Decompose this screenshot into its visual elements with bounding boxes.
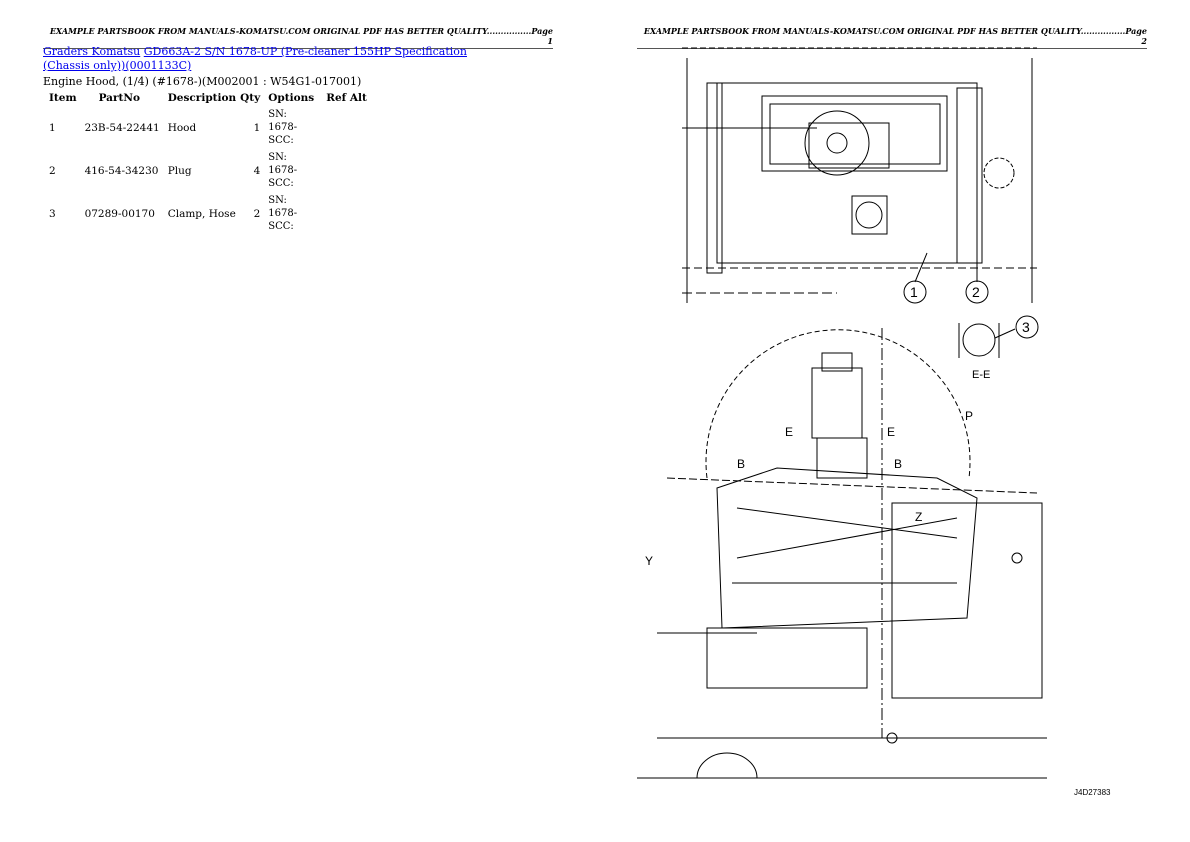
refalt xyxy=(322,192,371,235)
section-e-e: 3 E-E xyxy=(958,315,1039,381)
col-options: Options xyxy=(268,92,315,104)
table-row: 3 07289-00170 Clamp, Hose 2 SN: 1678-SCC… xyxy=(45,192,371,235)
options: SN: 1678-SCC: xyxy=(268,109,298,146)
item: 3 xyxy=(49,207,56,220)
table-row: 1 23B-54-22441 Hood 1 SN: 1678-SCC: xyxy=(45,106,371,149)
page-1-header: EXAMPLE PARTSBOOK FROM MANUALS-KOMATSU.C… xyxy=(43,26,553,49)
parts-diagram: 1 2 3 E-E P E E B B Z xyxy=(637,47,1111,797)
col-description: Description xyxy=(167,92,237,104)
item: 1 xyxy=(49,121,56,134)
section-label: E-E xyxy=(972,369,990,381)
label-b-left: B xyxy=(737,457,745,471)
col-refalt: Ref Alt xyxy=(326,92,367,104)
label-z: Z xyxy=(915,510,922,524)
parts-table: Item PartNo Description Qty Options Ref … xyxy=(45,90,371,235)
refalt xyxy=(322,106,371,149)
breadcrumb-link-graders[interactable]: Graders Komatsu xyxy=(43,45,141,58)
description: Clamp, Hose xyxy=(167,207,236,220)
partno: 416-54-34230 xyxy=(84,164,159,177)
svg-text:2: 2 xyxy=(972,284,980,300)
options: SN: 1678-SCC: xyxy=(268,195,298,232)
partno: 07289-00170 xyxy=(84,207,155,220)
label-y: Y xyxy=(645,554,653,568)
section-subtitle: Engine Hood, (1/4) (#1678-)(M002001 : W5… xyxy=(43,75,362,88)
svg-text:1: 1 xyxy=(910,284,918,300)
table-header-row: Item PartNo Description Qty Options Ref … xyxy=(45,90,371,106)
breadcrumb-link-model[interactable]: GD663A-2 S/N 1678-UP (Pre-cleaner 155HP … xyxy=(43,45,467,72)
callout-1: 1 xyxy=(903,280,927,304)
col-partno: PartNo xyxy=(98,92,140,104)
table-row: 2 416-54-34230 Plug 4 SN: 1678-SCC: xyxy=(45,149,371,192)
label-e-right: E xyxy=(887,425,895,439)
options: SN: 1678-SCC: xyxy=(268,152,298,189)
label-e-left: E xyxy=(785,425,793,439)
col-item: Item xyxy=(49,92,77,104)
drawing-code: J4D27383 xyxy=(1074,788,1111,797)
label-p: P xyxy=(965,409,973,423)
qty: 4 xyxy=(253,164,261,177)
engine-side-view xyxy=(637,328,1047,779)
description: Plug xyxy=(167,164,192,177)
hood-top-view xyxy=(682,47,1037,303)
qty: 1 xyxy=(253,121,261,134)
qty: 2 xyxy=(253,207,261,220)
breadcrumb: Graders Komatsu GD663A-2 S/N 1678-UP (Pr… xyxy=(43,45,483,73)
refalt xyxy=(322,149,371,192)
item: 2 xyxy=(49,164,56,177)
col-qty: Qty xyxy=(240,92,261,104)
callout-2: 2 xyxy=(965,280,989,304)
label-b-right: B xyxy=(894,457,902,471)
description: Hood xyxy=(167,121,197,134)
svg-text:3: 3 xyxy=(1022,319,1030,335)
partno: 23B-54-22441 xyxy=(84,121,160,134)
